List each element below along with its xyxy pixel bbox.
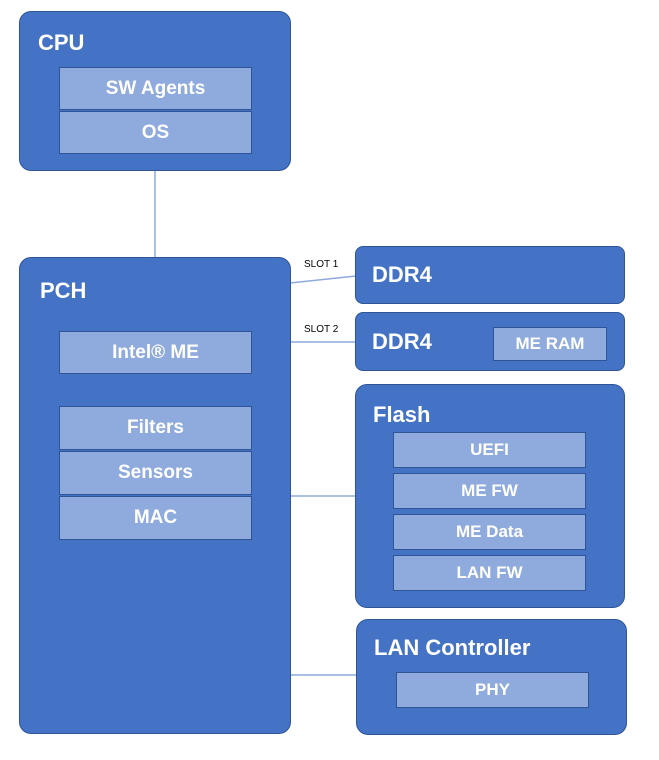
me-data-cell: ME Data: [393, 514, 586, 550]
ddr4-slot2-block: DDR4 ME RAM: [355, 312, 625, 371]
pch-block: PCH Intel® ME Filters Sensors MAC: [19, 257, 291, 734]
ddr4-slot1-title: DDR4: [372, 262, 432, 287]
uefi-cell: UEFI: [393, 432, 586, 468]
cpu-title: CPU: [38, 30, 85, 55]
filters-cell: Filters: [59, 406, 252, 450]
me-ram-cell: ME RAM: [493, 327, 607, 361]
sw-agents-cell: SW Agents: [59, 67, 252, 110]
me-fw-cell: ME FW: [393, 473, 586, 509]
cpu-block: CPU SW Agents OS: [19, 11, 291, 171]
phy-cell: PHY: [396, 672, 589, 708]
sensors-cell: Sensors: [59, 451, 252, 495]
intel-me-cell: Intel® ME: [59, 331, 252, 374]
ddr4-slot1-block: DDR4: [355, 246, 625, 304]
flash-block: Flash UEFI ME FW ME Data LAN FW: [355, 384, 625, 608]
lan-controller-block: LAN Controller PHY: [356, 619, 627, 735]
lan-fw-cell: LAN FW: [393, 555, 586, 591]
flash-title: Flash: [373, 402, 431, 427]
slot2-label: SLOT 2: [304, 324, 339, 335]
ddr4-slot2-title: DDR4: [372, 329, 432, 354]
os-cell: OS: [59, 111, 252, 154]
pch-ddr-slot1-link: [289, 275, 357, 284]
lan-controller-title: LAN Controller: [374, 635, 531, 660]
pch-title: PCH: [40, 278, 87, 303]
mac-cell: MAC: [59, 496, 252, 540]
slot1-label: SLOT 1: [304, 259, 339, 270]
